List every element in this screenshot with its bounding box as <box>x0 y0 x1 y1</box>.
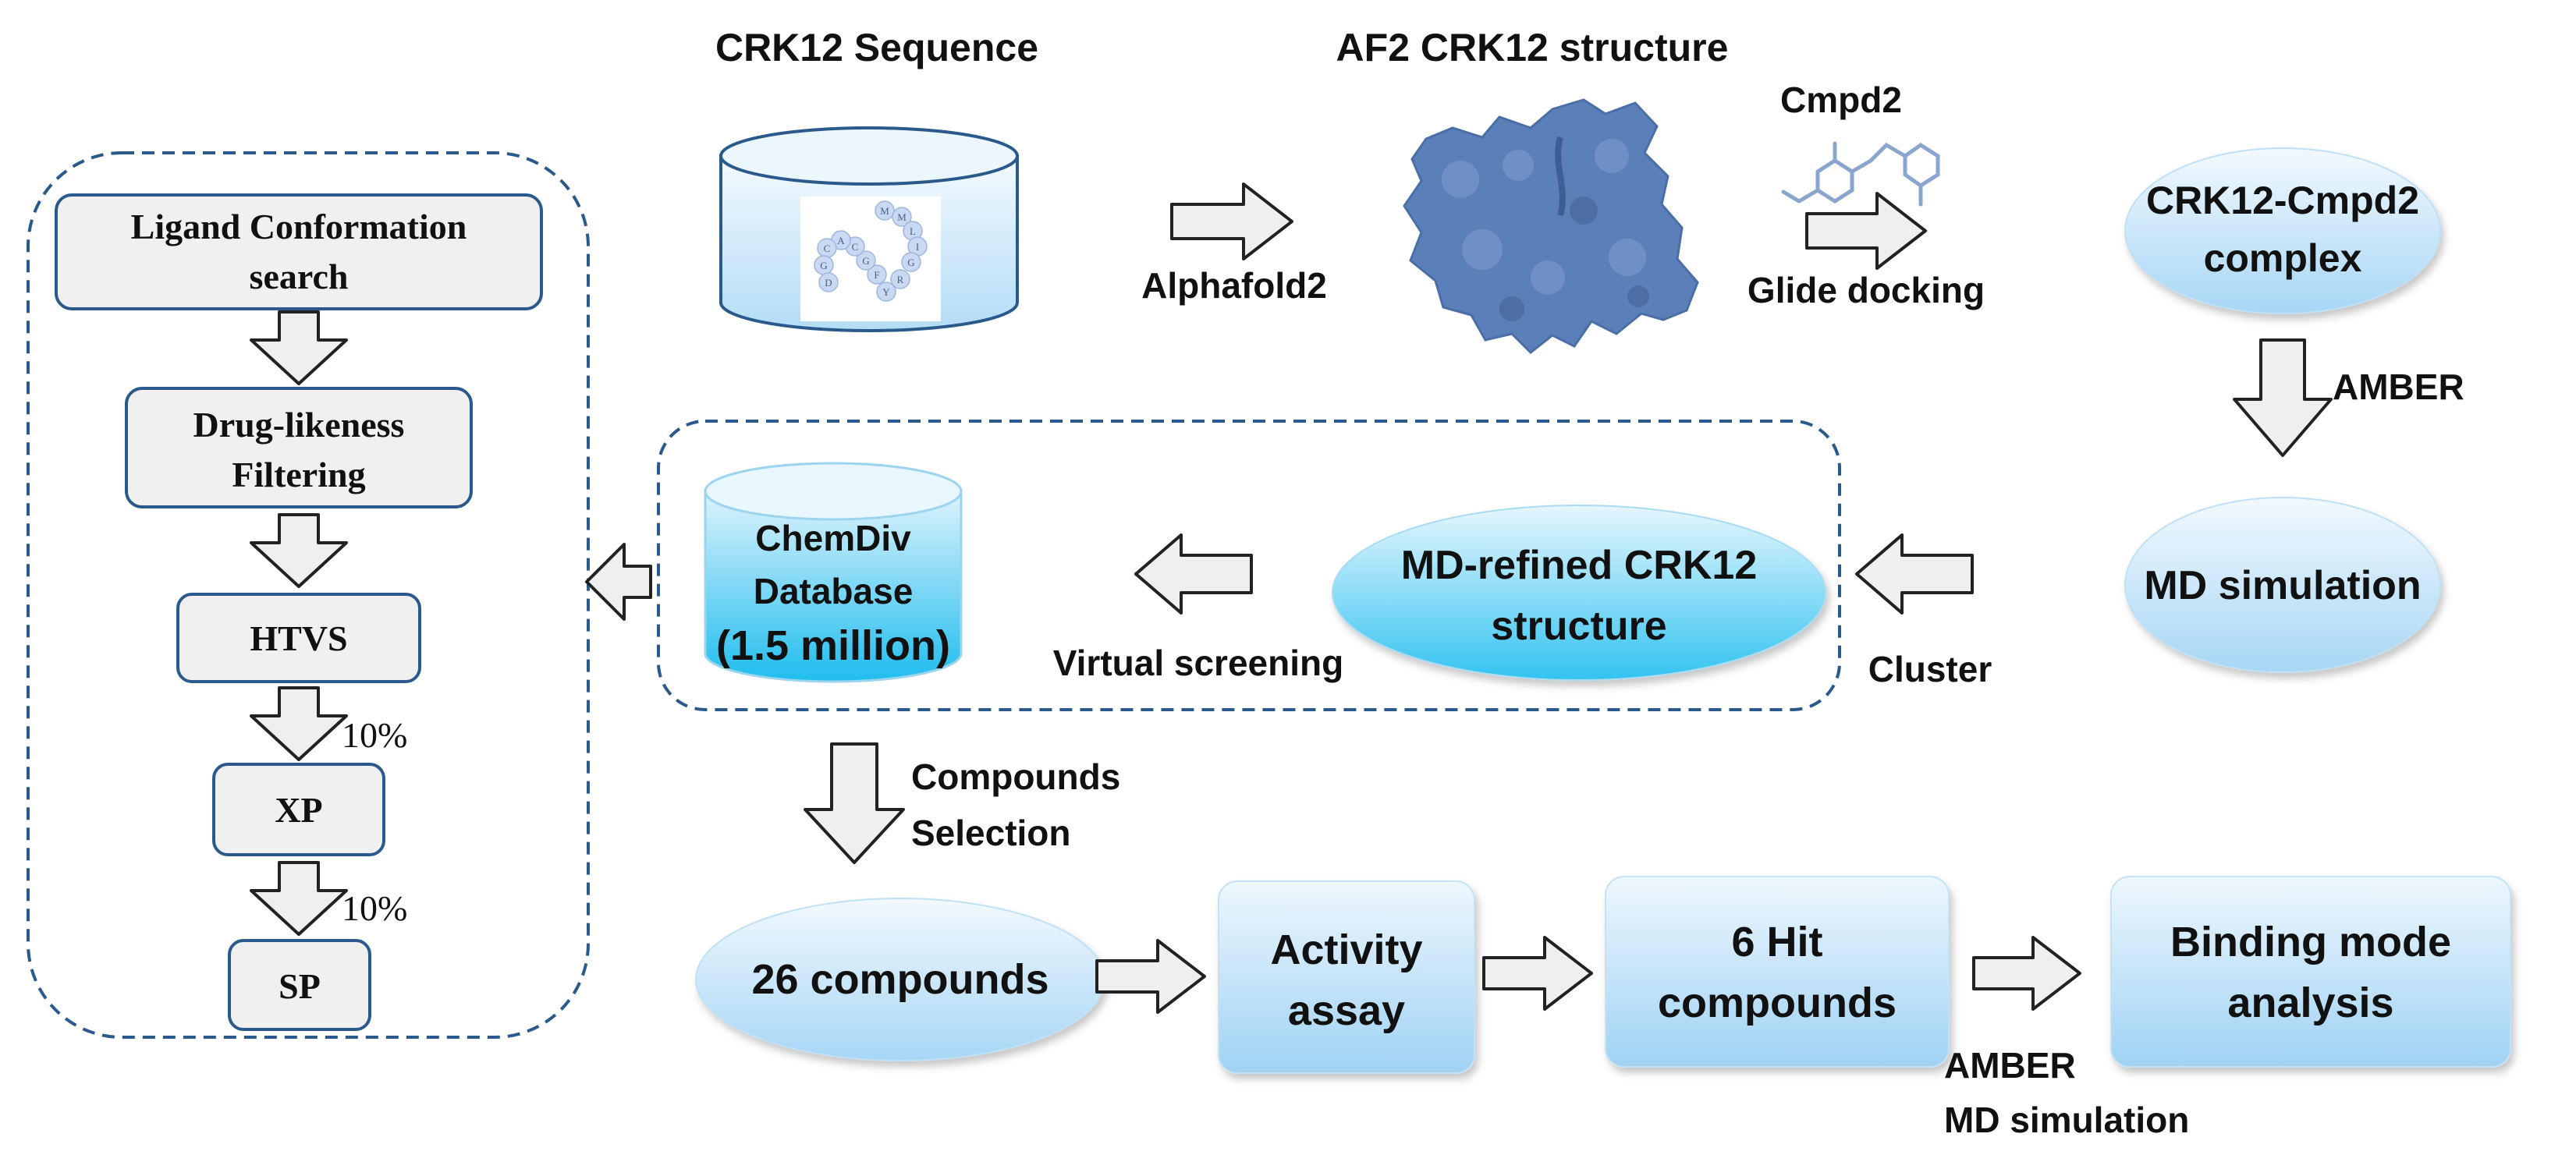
md-edge-line2: MD simulation <box>1944 1100 2189 1140</box>
sequence-bead <box>818 272 839 292</box>
pipeline-arrow-2 <box>250 513 348 588</box>
alphafold-label: Alphafold2 <box>1141 265 1327 306</box>
step-drug-line2: Filtering <box>232 455 365 494</box>
step-sp: SP <box>228 939 371 1031</box>
sequence-bead <box>875 200 895 221</box>
screening-dashed-frame <box>657 420 1841 711</box>
hits-line1: 6 Hit <box>1731 919 1822 965</box>
pipeline-dashed-frame <box>27 151 590 1039</box>
to-binding-arrow <box>1972 936 2081 1011</box>
pipeline-percent-1: 10% <box>342 715 407 755</box>
complex-line1: CRK12-Cmpd2 <box>2146 179 2419 222</box>
step-ligand-line1: Ligand Conformation <box>131 207 467 246</box>
sequence-bead-letter: G <box>862 255 869 267</box>
selection-line1: Compounds <box>911 756 1120 797</box>
to-hits-arrow <box>1482 936 1593 1011</box>
sequence-bead-letter: C <box>824 243 831 254</box>
to-activity-arrow <box>1095 939 1206 1014</box>
binding-line2: analysis <box>2227 980 2393 1026</box>
sequence-bead-letter: C <box>852 241 859 253</box>
sequence-bead-letter: I <box>916 241 919 253</box>
chemdiv-database-node <box>704 462 963 683</box>
hit-compounds-node <box>1605 876 1950 1068</box>
pipeline-arrow-1 <box>250 310 348 385</box>
md-refined-line2: structure <box>1491 604 1666 649</box>
selection-line2: Selection <box>911 813 1071 853</box>
sequence-title: CRK12 Sequence <box>715 26 1038 69</box>
sequence-bead-letter: Y <box>882 286 890 298</box>
virtual-screening-arrow <box>1134 533 1253 615</box>
step-drug-line1: Drug-likeness <box>193 405 405 445</box>
ligand-title: Cmpd2 <box>1780 80 1902 120</box>
md-edge-line1: AMBER <box>1944 1045 2076 1086</box>
pipeline-arrow-4 <box>250 861 348 936</box>
sequence-bead-letter: D <box>825 277 832 289</box>
activity-assay-node <box>1218 880 1475 1074</box>
to-pipeline-arrow <box>585 543 652 621</box>
md-simulation-node <box>2124 497 2441 673</box>
activity-line2: assay <box>1288 987 1405 1034</box>
alphafold-arrow <box>1170 182 1293 260</box>
cluster-label: Cluster <box>1868 649 1992 689</box>
docking-label: Glide docking <box>1747 270 1985 310</box>
step-htvs-label: HTVS <box>250 618 347 658</box>
binding-mode-node <box>2110 876 2511 1068</box>
amber-arrow <box>2233 338 2333 457</box>
docking-arrow <box>1805 192 1927 270</box>
amber-label: AMBER <box>2333 367 2464 407</box>
sequence-bead-letter: R <box>897 274 904 285</box>
virtual-screening-label: Virtual screening <box>1053 643 1343 683</box>
step-sp-label: SP <box>279 966 321 1006</box>
sequence-bead-letter: G <box>820 260 827 271</box>
database-line3: (1.5 million) <box>716 622 950 669</box>
complex-node <box>2124 147 2441 314</box>
step-xp-label: XP <box>275 790 322 830</box>
database-line2: Database <box>754 571 914 611</box>
step-htvs: HTVS <box>176 593 421 683</box>
sequence-bead-letter: M <box>897 211 907 223</box>
cluster-arrow <box>1855 533 1974 615</box>
sequence-bead <box>876 282 896 302</box>
md-simulation-label: MD simulation <box>2144 563 2421 608</box>
selection-arrow <box>804 742 905 864</box>
protein-structure-icon <box>1403 98 1699 355</box>
activity-line1: Activity <box>1270 926 1422 973</box>
hits-line2: compounds <box>1658 980 1897 1026</box>
md-refined-node <box>1332 505 1826 681</box>
step-ligand-line2: search <box>250 257 349 296</box>
sequence-bead <box>901 252 921 272</box>
binding-line1: Binding mode <box>2170 919 2451 965</box>
sequence-bead <box>867 264 887 285</box>
sequence-bead-letter: M <box>880 205 889 217</box>
sequence-bead <box>892 207 912 227</box>
sequence-bead-letter: F <box>874 269 879 281</box>
compounds-26-label: 26 compounds <box>751 956 1048 1003</box>
ligand-molecule-icon <box>1781 141 1940 207</box>
sequence-bead-letter: A <box>837 235 845 246</box>
step-ligand-conformation: Ligand Conformation search <box>55 193 543 310</box>
complex-line2: complex <box>2204 236 2362 280</box>
pipeline-arrow-3 <box>250 686 348 761</box>
database-line1: ChemDiv <box>755 518 911 558</box>
step-drug-likeness: Drug-likeness Filtering <box>125 387 473 508</box>
md-refined-line1: MD-refined CRK12 <box>1401 543 1758 588</box>
sequence-bead <box>856 250 876 271</box>
structure-title: AF2 CRK12 structure <box>1336 26 1729 69</box>
sequence-bead-letter: G <box>907 257 914 268</box>
step-xp: XP <box>212 763 385 856</box>
pipeline-percent-2: 10% <box>342 888 407 928</box>
sequence-bead <box>890 269 910 289</box>
sequence-bead-letter: L <box>910 225 916 237</box>
